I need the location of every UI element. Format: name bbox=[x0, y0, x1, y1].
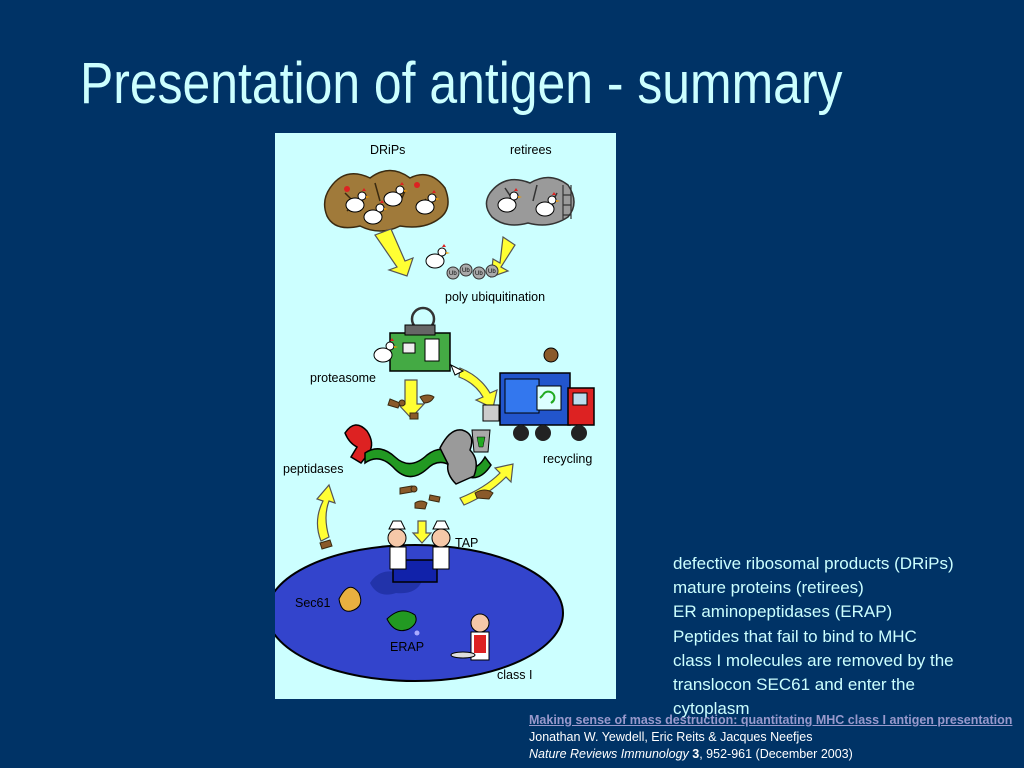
citation-pages: , 952-961 (December 2003) bbox=[699, 747, 853, 761]
recycling-truck bbox=[482, 347, 595, 441]
peptide-fragments bbox=[319, 394, 494, 551]
antigen-presentation-diagram: Ub Ub Ub Ub bbox=[275, 133, 616, 699]
citation-authors: Jonathan W. Yewdell, Eric Reits & Jacque… bbox=[529, 730, 813, 744]
ub-tag: Ub bbox=[475, 271, 483, 277]
ubiquitin-tags: Ub Ub Ub Ub bbox=[446, 263, 499, 280]
recycle-bin bbox=[471, 429, 491, 453]
label-sec61: Sec61 bbox=[295, 596, 330, 610]
tap-transporter-figures bbox=[387, 520, 451, 570]
label-poly-ubiquitination: poly ubiquitination bbox=[445, 290, 545, 304]
note-line: defective ribosomal products (DRiPs) bbox=[673, 554, 954, 573]
label-drips: DRiPs bbox=[370, 143, 405, 157]
citation-journal-line: Nature Reviews Immunology 3, 952-961 (De… bbox=[529, 746, 1024, 763]
endoplasmic-reticulum bbox=[275, 520, 564, 682]
class-i-figure bbox=[450, 613, 490, 661]
label-class-i: class I bbox=[497, 668, 532, 682]
diagram-canvas: Ub Ub Ub Ub bbox=[275, 143, 595, 682]
notes-list: defective ribosomal products (DRiPs) mat… bbox=[673, 552, 1013, 721]
note-line: mature proteins (retirees) bbox=[673, 578, 864, 598]
retirees-cluster bbox=[485, 176, 575, 226]
citation-link[interactable]: Making sense of mass destruction: quanti… bbox=[529, 713, 1013, 727]
label-recycling: recycling bbox=[543, 452, 592, 466]
drips-cluster bbox=[323, 169, 449, 232]
label-tap: TAP bbox=[455, 536, 478, 550]
label-erap: ERAP bbox=[390, 640, 424, 654]
proteasome-machine bbox=[373, 306, 465, 376]
ub-tag: Ub bbox=[449, 271, 457, 277]
citation-volume: 3 bbox=[692, 747, 700, 761]
citation-journal: Nature Reviews Immunology bbox=[529, 747, 689, 761]
peptidases-group bbox=[344, 424, 492, 485]
note-line: translocon SEC61 and enter the bbox=[673, 675, 915, 695]
label-peptidases: peptidases bbox=[283, 462, 343, 476]
note-line: class I molecules are removed by the bbox=[673, 650, 954, 670]
label-proteasome: proteasome bbox=[310, 371, 376, 385]
label-retirees: retirees bbox=[510, 143, 552, 157]
ub-tag: Ub bbox=[488, 269, 496, 275]
note-line: Peptides that fail to bind to MHC bbox=[673, 626, 917, 646]
slide-title: Presentation of antigen - summary bbox=[80, 51, 843, 116]
ub-tag: Ub bbox=[462, 268, 470, 274]
note-line: cytoplasm bbox=[673, 699, 750, 719]
ubiquitination-group: Ub Ub Ub Ub bbox=[425, 243, 499, 280]
citation: Making sense of mass destruction: quanti… bbox=[529, 712, 1024, 763]
note-line: ER aminopeptidases (ERAP) bbox=[673, 602, 893, 622]
flow-arrows bbox=[315, 228, 516, 544]
